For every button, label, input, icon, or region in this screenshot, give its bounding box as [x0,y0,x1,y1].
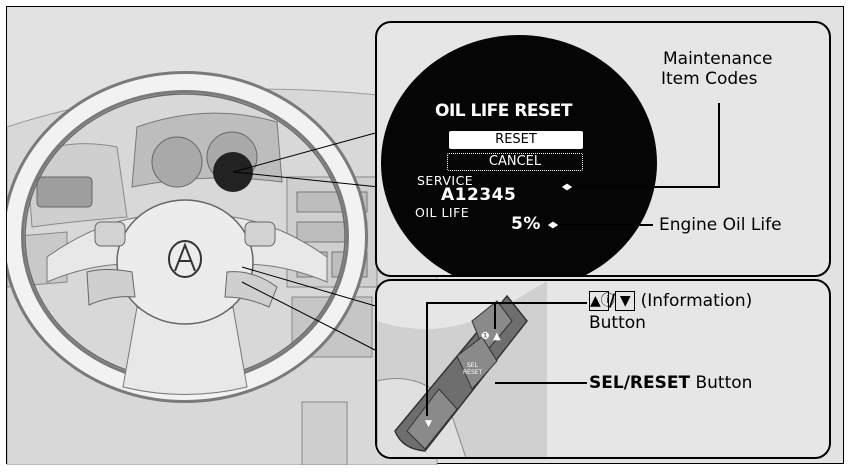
sel-reset-callout: SEL/RESET Button [589,373,752,393]
left-vent [37,177,92,207]
figure-frame: OIL LIFE RESET RESET CANCEL SERVICE A123… [6,6,844,464]
info-button-callout: ▲ⓘ/▼ (Information) [589,291,752,311]
svg-text:SEL: SEL [467,362,479,369]
sel-reset-bold-label: SEL/RESET [589,373,690,393]
triangle-up-info-icon: ▲ⓘ [589,291,609,311]
reset-option: RESET [449,131,583,149]
triangle-down-icon: ▼ [615,291,635,311]
display-panel: OIL LIFE RESET RESET CANCEL SERVICE A123… [375,21,831,277]
info-button-callout-line2: Button [589,313,646,333]
display-title: OIL LIFE RESET [435,101,572,121]
service-code: A12345 [441,185,516,205]
svg-text:RESET: RESET [463,369,483,376]
sel-reset-suffix: Button [695,373,752,393]
maintenance-codes-callout-2: Item Codes [661,69,757,89]
maintenance-codes-callout-1: Maintenance [663,49,772,69]
oil-life-label: OIL LIFE [415,205,469,220]
cancel-option: CANCEL [447,153,583,171]
switch-panel: ❶ ▲ SEL RESET ▼ ▲ⓘ/▼ (Information) Butto… [375,279,831,459]
svg-text:❶ ▲: ❶ ▲ [481,331,501,342]
svg-text:▼: ▼ [425,419,432,429]
info-button-callout-suffix: (Information) [641,291,753,311]
oil-life-value: 5% [511,214,541,234]
engine-oil-life-callout: Engine Oil Life [659,215,782,235]
